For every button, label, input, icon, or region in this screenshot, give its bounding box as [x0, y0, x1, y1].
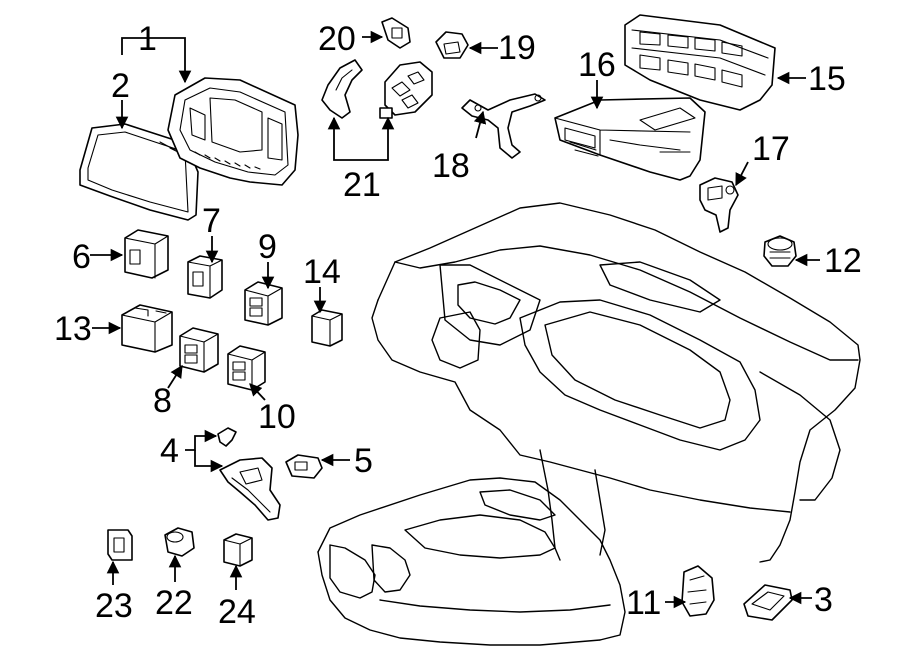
callout-3: 3 [814, 581, 833, 619]
console-bezel-part [321, 59, 363, 119]
callout-10: 10 [258, 398, 296, 436]
callout-18: 18 [432, 147, 470, 185]
callout-20: 20 [318, 20, 356, 58]
switch-23-part [107, 529, 133, 561]
socket-22-part [164, 527, 195, 557]
switch-24-part [223, 533, 253, 567]
callout-4: 4 [160, 432, 179, 470]
switch-10-part [227, 345, 266, 391]
bracket-18-part [461, 93, 546, 159]
callout-16: 16 [578, 46, 616, 84]
callout-9: 9 [258, 228, 277, 266]
switch-3-part [743, 584, 793, 621]
callout-17: 17 [752, 130, 790, 168]
knob-12-part [763, 235, 797, 267]
shift-switch-part [379, 61, 433, 119]
switch-9-part [244, 281, 283, 326]
callout-1: 1 [138, 20, 157, 58]
callout-19: 19 [498, 29, 536, 67]
callout-12: 12 [824, 242, 862, 280]
climate-panel-part [624, 14, 776, 111]
switch-19-part [435, 31, 469, 59]
leader-lines [90, 30, 820, 609]
instrument-cluster-part [167, 77, 299, 186]
dashboard-assembly [317, 202, 861, 646]
clip-4a-part [217, 427, 237, 447]
switch-7-part [187, 255, 223, 299]
callout-labels: 1 2 3 4 5 6 7 8 9 10 11 12 13 14 15 16 1… [54, 20, 862, 631]
switch-5-part [285, 454, 323, 479]
callout-21: 21 [343, 166, 381, 204]
callout-23: 23 [95, 587, 133, 625]
switch-14-part [311, 309, 343, 347]
switch-6-part [124, 229, 169, 279]
callout-22: 22 [155, 584, 193, 622]
callout-24: 24 [218, 593, 256, 631]
bracket-17-part [699, 177, 739, 233]
callout-15: 15 [808, 60, 846, 98]
callout-11: 11 [626, 584, 661, 622]
callout-8: 8 [153, 382, 172, 420]
audio-unit-part [554, 97, 706, 181]
switch-13-part [121, 304, 173, 353]
callout-2: 2 [111, 67, 130, 105]
switch-8-part [179, 327, 219, 373]
callout-6: 6 [72, 238, 91, 276]
switch-20-part [381, 17, 411, 49]
callout-5: 5 [354, 442, 373, 480]
callout-7: 7 [202, 202, 221, 240]
callout-13: 13 [54, 310, 92, 348]
bracket-4b-part [219, 457, 281, 521]
callout-14: 14 [303, 253, 341, 291]
switch-11-part [681, 565, 715, 617]
